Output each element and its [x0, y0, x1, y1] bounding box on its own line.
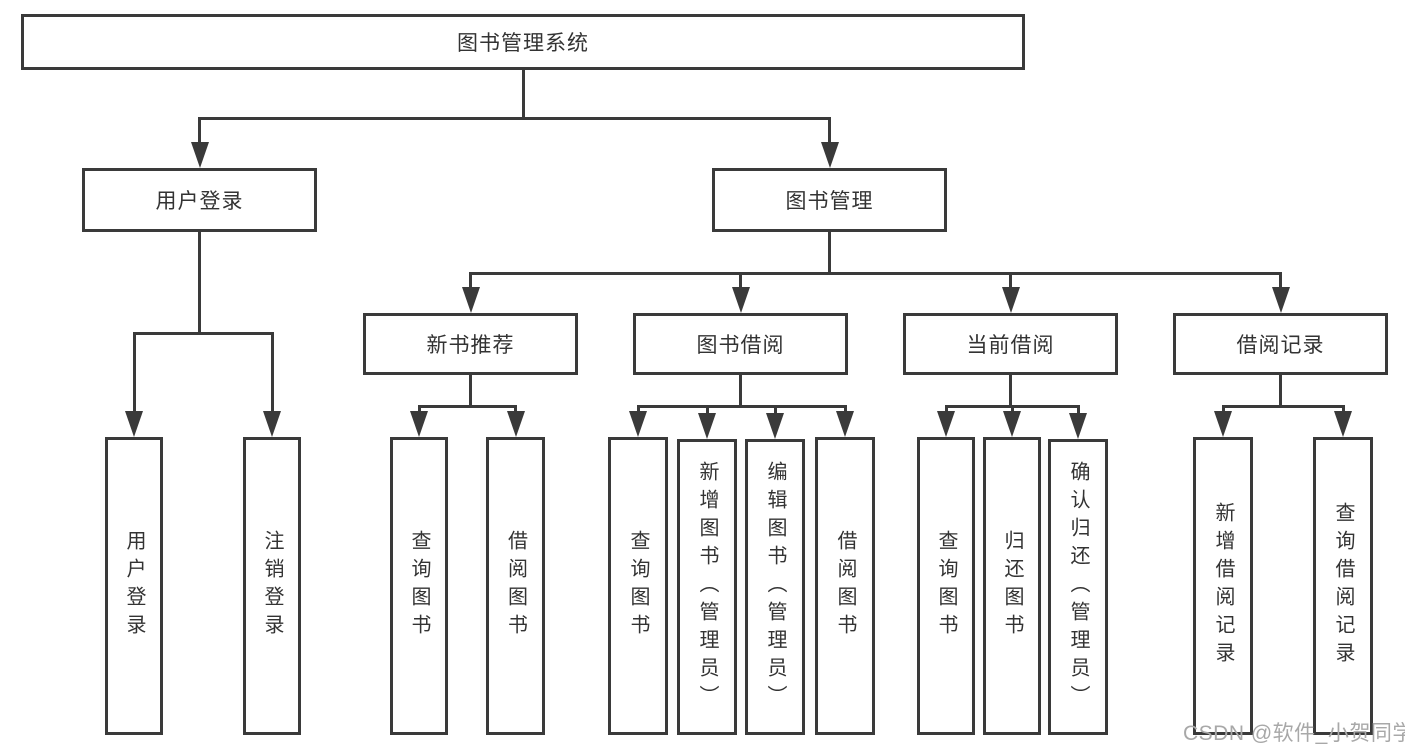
connector-line: [198, 232, 201, 335]
connector-line: [1279, 375, 1282, 408]
node-label-book-mgmt: 图书管理: [785, 190, 874, 213]
node-label-leaf-bb-add: 新增图书（管理员）: [696, 461, 718, 713]
node-label-leaf-bb-edit: 编辑图书（管理员）: [764, 461, 786, 713]
node-label-root: 图书管理系统: [457, 32, 589, 55]
node-label-leaf-user-login: 用户登录: [123, 530, 145, 642]
watermark-text: CSDN @软件_小贺同学: [1183, 722, 1405, 745]
node-label-leaf-cb-confirm: 确认归还（管理员）: [1067, 461, 1089, 713]
node-leaf-br-query: 查询借阅记录: [1313, 437, 1373, 735]
arrowhead-icon: [1214, 411, 1232, 437]
watermark: CSDN @软件_小贺同学: [1183, 717, 1405, 747]
node-label-leaf-cb-query: 查询图书: [935, 530, 957, 642]
arrowhead-icon: [1069, 413, 1087, 439]
arrowhead-icon: [1001, 287, 1020, 313]
node-leaf-cb-query: 查询图书: [917, 437, 975, 735]
node-label-new-book-rec: 新书推荐: [426, 334, 515, 357]
node-label-leaf-rec-query: 查询图书: [408, 530, 430, 642]
arrowhead-icon: [629, 411, 647, 437]
node-label-leaf-rec-borrow: 借阅图书: [504, 530, 527, 642]
arrowhead-icon: [263, 411, 281, 437]
node-leaf-rec-query: 查询图书: [390, 437, 448, 735]
node-label-leaf-logout: 注销登录: [261, 530, 283, 642]
node-label-leaf-bb-borrow: 借阅图书: [834, 530, 856, 642]
connector-line: [636, 404, 847, 408]
node-label-user-login: 用户登录: [155, 190, 244, 213]
connector-line: [521, 70, 525, 120]
node-leaf-cb-return: 归还图书: [983, 437, 1041, 735]
arrowhead-icon: [410, 411, 428, 437]
arrowhead-icon: [1003, 411, 1021, 437]
connector-line: [132, 331, 274, 335]
node-leaf-cb-confirm: 确认归还（管理员）: [1048, 439, 1108, 735]
node-label-current-borrow: 当前借阅: [966, 334, 1055, 357]
node-label-book-borrow: 图书借阅: [696, 334, 785, 357]
node-leaf-bb-edit: 编辑图书（管理员）: [745, 439, 805, 735]
node-leaf-br-add: 新增借阅记录: [1193, 437, 1253, 735]
connector-line: [270, 333, 274, 425]
connector-line: [739, 375, 742, 408]
node-book-mgmt: 图书管理: [712, 168, 947, 232]
node-book-borrow: 图书借阅: [633, 313, 848, 375]
node-leaf-rec-borrow: 借阅图书: [486, 437, 545, 735]
node-leaf-logout: 注销登录: [243, 437, 301, 735]
node-new-book-rec: 新书推荐: [363, 313, 578, 375]
connector-line: [469, 375, 472, 408]
connector-line: [469, 271, 1282, 275]
arrowhead-icon: [820, 142, 839, 168]
node-root: 图书管理系统: [21, 14, 1025, 70]
arrowhead-icon: [766, 413, 784, 439]
connector-line: [828, 232, 831, 275]
arrowhead-icon: [836, 411, 854, 437]
arrowhead-icon: [1271, 287, 1290, 313]
arrowhead-icon: [125, 411, 143, 437]
connector-line: [198, 116, 831, 120]
connector-line: [132, 333, 136, 425]
arrowhead-icon: [937, 411, 955, 437]
connector-line: [198, 118, 201, 156]
node-label-leaf-cb-return: 归还图书: [1001, 530, 1023, 642]
arrowhead-icon: [698, 413, 716, 439]
node-label-leaf-bb-query: 查询图书: [627, 530, 649, 642]
node-current-borrow: 当前借阅: [903, 313, 1118, 375]
node-user-login: 用户登录: [82, 168, 317, 232]
arrowhead-icon: [506, 411, 525, 437]
connector-line: [417, 404, 517, 408]
arrowhead-icon: [731, 287, 750, 313]
arrowhead-icon: [461, 287, 480, 313]
node-leaf-bb-query: 查询图书: [608, 437, 668, 735]
node-label-leaf-br-query: 查询借阅记录: [1332, 502, 1354, 670]
arrowhead-icon: [1334, 411, 1352, 437]
node-leaf-user-login: 用户登录: [105, 437, 163, 735]
node-label-leaf-br-add: 新增借阅记录: [1212, 502, 1234, 670]
node-leaf-bb-add: 新增图书（管理员）: [677, 439, 737, 735]
node-borrow-records: 借阅记录: [1173, 313, 1388, 375]
connector-line: [1221, 404, 1345, 408]
arrowhead-icon: [190, 142, 209, 168]
node-leaf-bb-borrow: 借阅图书: [815, 437, 875, 735]
connector-line: [828, 118, 831, 156]
node-label-borrow-records: 借阅记录: [1236, 334, 1325, 357]
connector-line: [1009, 375, 1012, 408]
